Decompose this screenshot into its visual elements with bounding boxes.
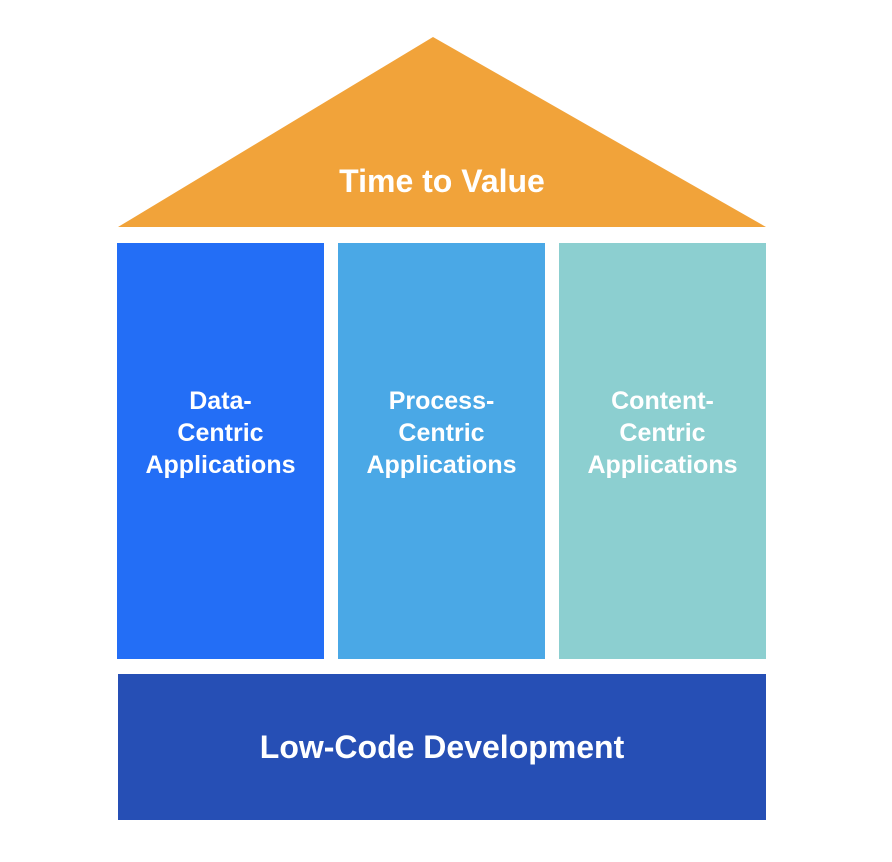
- roof-shape: [118, 37, 766, 227]
- pillar-label-line: Centric: [177, 419, 264, 447]
- roof-label: Time to Value: [339, 163, 545, 199]
- foundation-block: Low-Code Development: [118, 674, 766, 820]
- pillar-label-line: Applications: [366, 451, 517, 479]
- foundation-label: Low-Code Development: [259, 728, 625, 765]
- roof-triangle: [118, 37, 766, 227]
- pillar-label-line: Applications: [145, 451, 296, 479]
- pillar-label-line: Centric: [619, 419, 706, 447]
- pillar-label-line: Content-: [611, 387, 714, 415]
- pillar-label-line: Centric: [398, 419, 485, 447]
- pillar-label-line: Process-: [388, 387, 495, 415]
- pillar-label-line: Applications: [587, 451, 738, 479]
- pillar-label-line: Data-: [189, 387, 252, 415]
